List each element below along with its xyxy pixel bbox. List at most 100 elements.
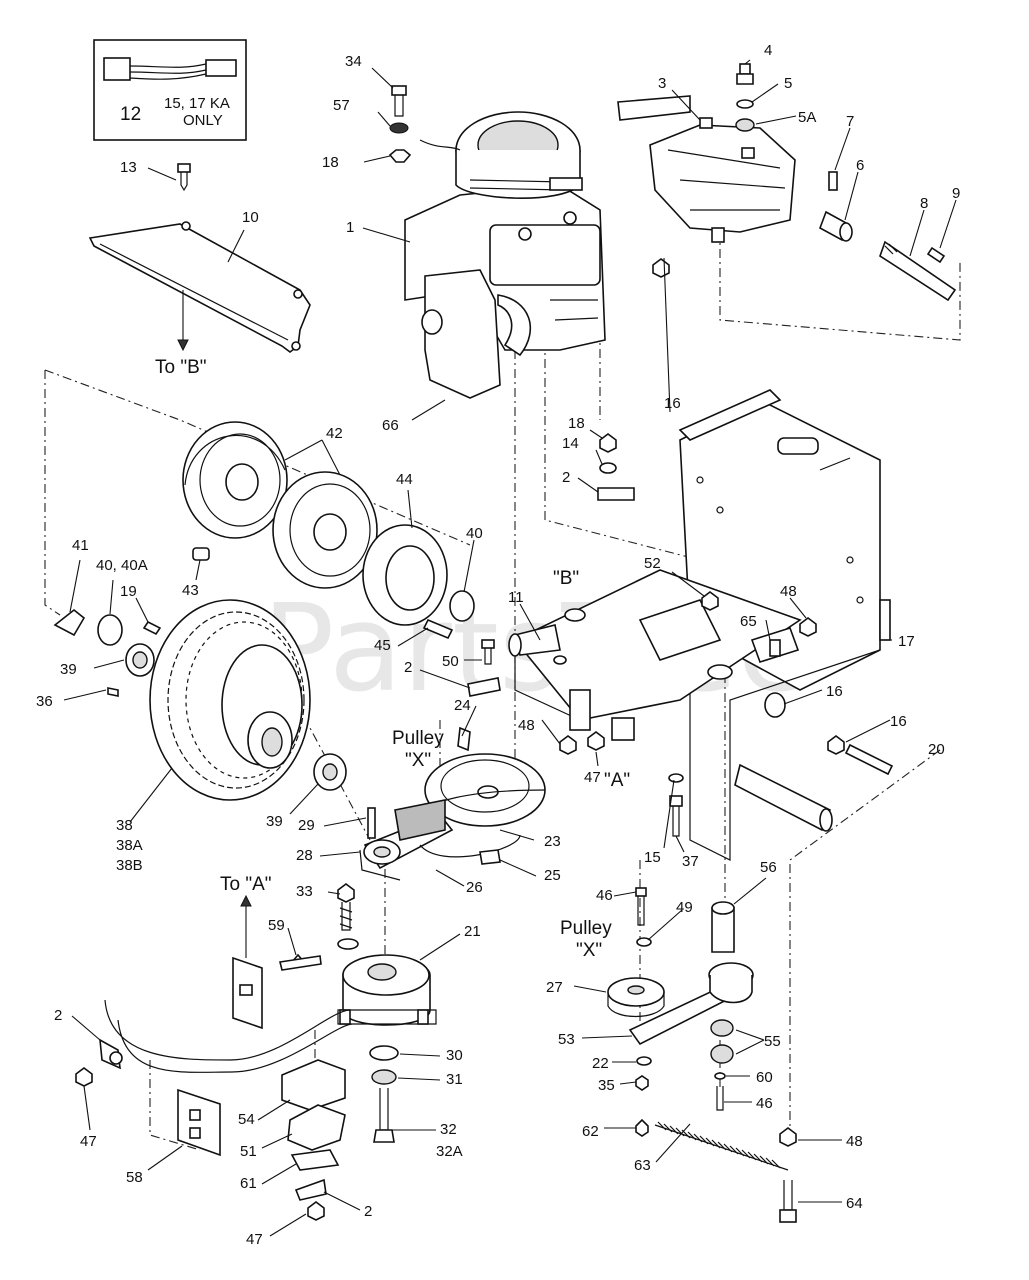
nut-47-mid	[587, 731, 605, 751]
callout-2-top: 2	[562, 469, 570, 486]
clip-2-mid	[467, 677, 501, 697]
washer-49	[636, 937, 652, 947]
callout-8: 8	[920, 195, 928, 212]
callout-52: 52	[644, 555, 661, 572]
callout-56: 56	[760, 859, 777, 876]
nut-16-right	[827, 735, 845, 755]
bearing-55-upper	[710, 1019, 734, 1037]
nut-48-mid	[559, 735, 577, 755]
callout-2-left: 2	[54, 1007, 62, 1024]
callout-36: 36	[36, 693, 53, 710]
pulley-x-label-mark-1: "X"	[405, 750, 431, 771]
callout-50: 50	[442, 653, 459, 670]
note-to-b: To "B"	[155, 357, 207, 378]
callout-39-inner: 39	[266, 813, 283, 830]
callout-18: 18	[322, 154, 339, 171]
bracket-to-a	[232, 956, 263, 1030]
callout-10: 10	[242, 209, 259, 226]
callout-6: 6	[856, 157, 864, 174]
pin-29	[367, 807, 376, 839]
bolt-33	[337, 883, 355, 931]
callout-29: 29	[298, 817, 315, 834]
callout-59: 59	[268, 917, 285, 934]
callout-28: 28	[296, 847, 313, 864]
bearing-55-lower	[710, 1044, 734, 1064]
callout-57: 57	[333, 97, 350, 114]
callout-40-40a: 40, 40A	[96, 557, 148, 574]
pulley-upper	[424, 753, 546, 827]
callout-23: 23	[544, 833, 561, 850]
pin-24	[457, 726, 471, 752]
callout-12: 12	[120, 104, 141, 125]
washer-57	[389, 122, 409, 134]
fitting-36	[107, 687, 119, 697]
callout-38a: 38A	[116, 837, 143, 854]
washer-33	[337, 938, 359, 950]
nut-35	[635, 1075, 649, 1091]
washer-15	[668, 773, 684, 783]
spacer-54	[281, 1059, 346, 1111]
callout-30: 30	[446, 1047, 463, 1064]
nut-18-mid	[599, 433, 617, 453]
pulley-27	[607, 977, 665, 1017]
bolt-37	[669, 795, 683, 837]
callout-20: 20	[928, 741, 945, 758]
callout-7: 7	[846, 113, 854, 130]
clip-2-bottom	[294, 1178, 327, 1201]
callout-15: 15	[644, 849, 661, 866]
callout-32: 32	[440, 1121, 457, 1138]
washer-40-40a	[97, 614, 123, 646]
callout-32a: 32A	[436, 1143, 463, 1160]
callout-53: 53	[558, 1031, 575, 1048]
callout-3: 3	[658, 75, 666, 92]
callout-40: 40	[466, 525, 483, 542]
nut-52	[701, 591, 719, 611]
marker-b: "B"	[553, 568, 579, 589]
wire-harness	[104, 999, 353, 1073]
callout-2-mid: 2	[404, 659, 412, 676]
callout-33: 33	[296, 883, 313, 900]
marker-a: "A"	[604, 770, 630, 791]
nut-18	[388, 149, 412, 163]
nut-16-top	[652, 258, 670, 278]
pulley-x-label-word-1: Pulley	[392, 728, 444, 749]
inset-note-line2: ONLY	[183, 112, 223, 129]
bolt-45	[422, 618, 454, 640]
callout-58: 58	[126, 1169, 143, 1186]
clip-2-left	[99, 1038, 123, 1070]
key-43	[192, 547, 210, 561]
washer-60	[714, 1072, 726, 1080]
callout-43: 43	[182, 582, 199, 599]
callout-21: 21	[464, 923, 481, 940]
callout-39-outer: 39	[60, 661, 77, 678]
inset-harness-box	[93, 39, 247, 141]
bolt-46-top	[635, 887, 647, 926]
callout-5: 5	[784, 75, 792, 92]
nut-62	[635, 1118, 649, 1137]
callout-48-top: 48	[780, 583, 797, 600]
bushing-56	[711, 901, 735, 953]
callout-14: 14	[562, 435, 579, 452]
fitting-19	[142, 620, 162, 636]
fitting-4	[736, 63, 754, 85]
washer-5	[736, 99, 754, 109]
washer-30	[369, 1045, 399, 1061]
callout-47-bottom: 47	[246, 1231, 263, 1248]
fitting-7	[828, 171, 838, 191]
callout-51: 51	[240, 1143, 257, 1160]
bolt-32	[373, 1088, 395, 1143]
pulley-44	[362, 524, 448, 626]
callout-13: 13	[120, 159, 137, 176]
callout-46-lower: 46	[756, 1095, 773, 1112]
bolt-34	[391, 85, 407, 117]
callout-18-mid: 18	[568, 415, 585, 432]
callout-38b: 38B	[116, 857, 143, 874]
bearing-39-outer	[125, 643, 155, 677]
bolt-50	[481, 639, 495, 665]
bolt-46-lower	[716, 1086, 724, 1111]
nut-48-top	[799, 617, 817, 637]
leader-lines	[63, 59, 957, 1237]
callout-24: 24	[454, 697, 471, 714]
callout-31: 31	[446, 1071, 463, 1088]
